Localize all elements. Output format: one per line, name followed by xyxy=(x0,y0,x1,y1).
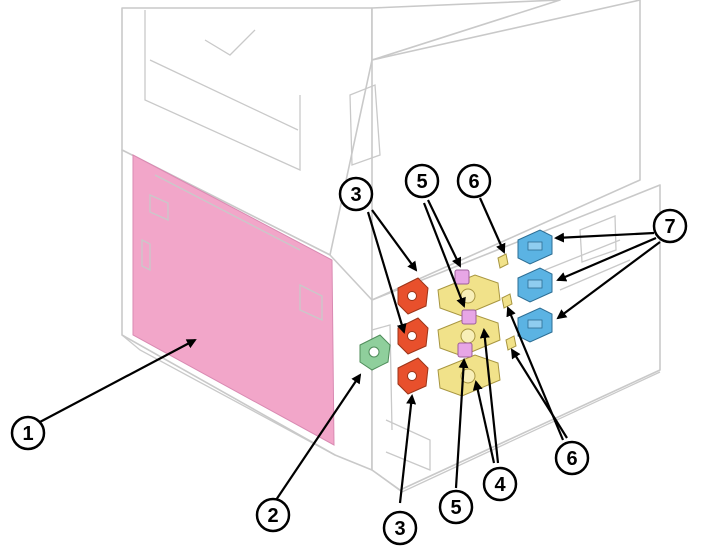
blue-lever-middle xyxy=(517,267,553,303)
pin-bottom xyxy=(505,335,517,351)
callout-3-top: 3 xyxy=(338,176,374,212)
callout-6-top-label: 6 xyxy=(468,171,479,193)
callout-2: 2 xyxy=(255,497,291,533)
pink-clip-top xyxy=(454,269,470,285)
callout-2-label: 2 xyxy=(267,505,278,527)
rear-cover-panel-details xyxy=(141,174,323,322)
callout-7-label: 7 xyxy=(664,216,675,238)
callout-5-top-label: 5 xyxy=(416,171,427,193)
callout-7: 7 xyxy=(652,208,688,244)
callout-1: 1 xyxy=(10,415,46,451)
callout-6-top: 6 xyxy=(456,163,492,199)
callout-6-bottom: 6 xyxy=(554,440,590,476)
callout-4: 4 xyxy=(482,466,518,502)
blue-lever-top xyxy=(517,229,553,265)
red-lever-top xyxy=(397,277,429,315)
pink-clip-middle xyxy=(461,309,477,325)
leader-lines xyxy=(37,197,661,504)
callout-3-bottom-label: 3 xyxy=(394,518,405,540)
blue-lever-bottom xyxy=(517,307,553,343)
callout-3-top-label: 3 xyxy=(350,184,361,206)
callout-6-bottom-label: 6 xyxy=(566,448,577,470)
yellow-knob-bottom xyxy=(437,354,501,397)
green-lever xyxy=(359,334,391,371)
red-lever-bottom xyxy=(397,357,429,395)
pink-clip-bottom xyxy=(457,342,473,358)
pin-middle xyxy=(501,293,513,309)
callout-5-bottom-label: 5 xyxy=(450,497,461,519)
callout-4-label: 4 xyxy=(494,474,506,496)
rear-cover-panel xyxy=(132,154,335,446)
callout-5-bottom: 5 xyxy=(438,489,474,525)
callout-3-bottom: 3 xyxy=(382,510,418,546)
callout-1-label: 1 xyxy=(22,423,33,445)
callout-5-top: 5 xyxy=(404,163,440,199)
pin-top xyxy=(497,253,509,269)
yellow-knob-middle xyxy=(437,314,501,357)
